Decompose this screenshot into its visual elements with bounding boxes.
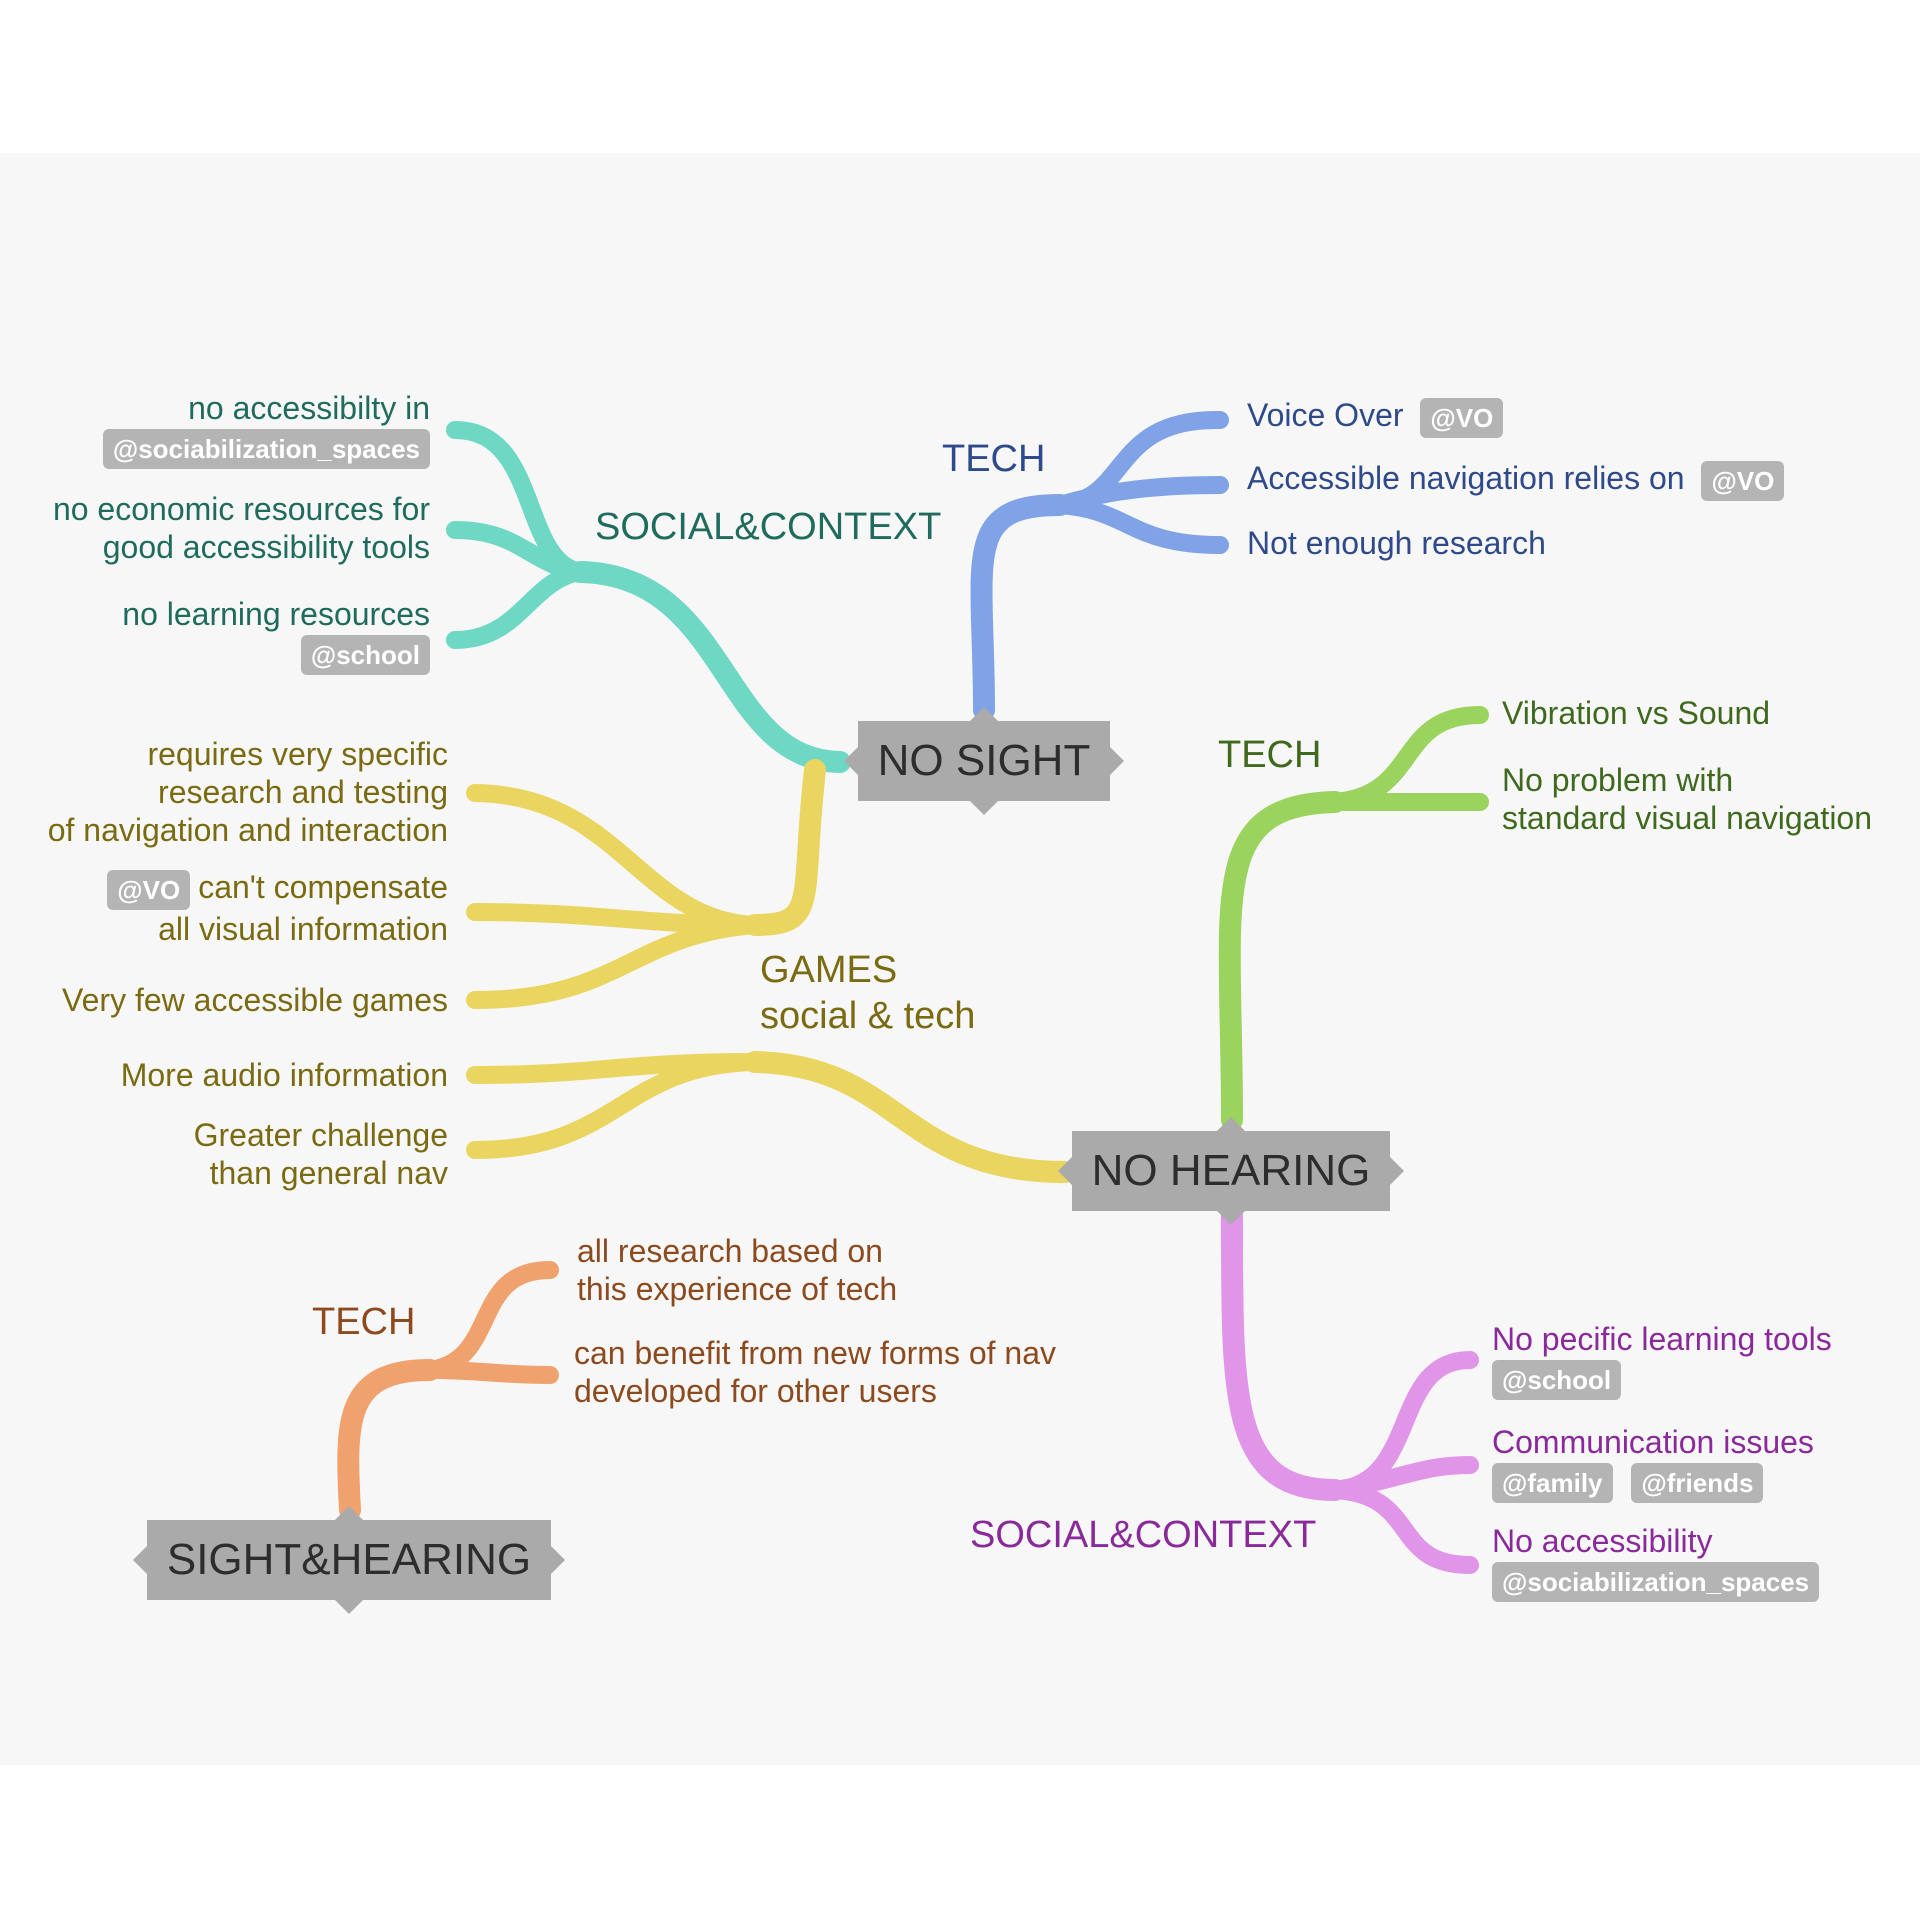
link-nohearing-tech — [1218, 791, 1346, 1131]
node-no-hearing[interactable]: NO HEARING — [1058, 1117, 1404, 1225]
topic-vibration-vs-sound[interactable]: Vibration vs Sound — [1502, 695, 1771, 731]
topic-more-audio-information[interactable]: More audio information — [120, 1057, 448, 1093]
link-nosight-games — [744, 759, 826, 936]
link-sighthearing-tech — [337, 1359, 441, 1521]
topic-text-line: requires very specific — [147, 736, 448, 772]
tag-school: @school — [300, 634, 430, 675]
topic-text-line: no economic resources for — [52, 491, 430, 527]
tag-vo: @VO — [107, 869, 191, 910]
topic-text: Accessible navigation relies on — [1247, 460, 1685, 496]
topic-text-line: of navigation and interaction — [47, 812, 448, 848]
topic-text: Voice Over — [1247, 397, 1404, 433]
link-social-accessibility-2 — [1326, 1481, 1479, 1574]
topic-all-research-based[interactable]: all research based on this experience of… — [577, 1232, 897, 1308]
branch-label-line: social & tech — [760, 995, 976, 1037]
tag-vo: @VO — [1420, 397, 1504, 438]
connector-arrow — [335, 1492, 363, 1520]
connector-arrow — [1217, 1103, 1245, 1131]
link-nohearing-social — [1220, 1204, 1346, 1501]
link-tech-research — [1051, 496, 1229, 554]
topic-text-line: good accessibility tools — [102, 529, 430, 565]
node-no-sight[interactable]: NO SIGHT — [844, 707, 1124, 815]
topic-text: no learning resources — [122, 596, 430, 632]
tag-vo: @VO — [1701, 460, 1785, 501]
topic-text: Communication issues — [1492, 1424, 1814, 1460]
topic-no-accessibility[interactable]: no accessibilty in @sociabilization_spac… — [102, 389, 430, 469]
connector-arrow — [119, 1546, 147, 1574]
branch-label-line: GAMES — [760, 949, 898, 991]
link-tech-benefit — [421, 1361, 559, 1384]
topic-text-line: developed for other users — [574, 1373, 937, 1409]
topic-text-line: research and testing — [158, 774, 448, 810]
topic-text-line: Greater challenge — [193, 1117, 448, 1153]
link-social-learning — [446, 563, 589, 649]
topic-no-economic-resources[interactable]: no economic resources for good accessibi… — [53, 490, 430, 566]
topic-text-line: standard visual navigation — [1502, 800, 1873, 836]
branch-label-social-context: SOCIAL&CONTEXT — [595, 506, 942, 548]
branch-label-social-context: SOCIAL&CONTEXT — [970, 1514, 1317, 1556]
topic-text-line: can't compensate — [198, 869, 448, 905]
topic-voice-over[interactable]: Voice Over @VO — [1247, 396, 1504, 438]
connector-arrow — [970, 801, 998, 829]
link-nosight-social — [569, 561, 851, 773]
connector-arrow — [1217, 1211, 1245, 1239]
link-games-few — [466, 916, 764, 1009]
topic-text: no accessibilty in — [188, 390, 430, 426]
topic-text-line: all research based on — [577, 1233, 883, 1269]
node-no-hearing-label: NO HEARING — [1091, 1146, 1371, 1195]
topic-communication-issues[interactable]: Communication issues @family @friends — [1492, 1423, 1814, 1503]
topic-not-enough-research[interactable]: Not enough research — [1247, 525, 1546, 561]
node-sight-hearing-label: SIGHT&HEARING — [166, 1535, 532, 1584]
connector-arrow — [335, 1600, 363, 1628]
tag-school: @school — [1492, 1359, 1622, 1400]
topic-no-learning-resources[interactable]: no learning resources @school — [122, 595, 430, 675]
topic-text-line: this experience of tech — [577, 1271, 898, 1307]
topic-no-accessibility[interactable]: No accessibility @sociabilization_spaces — [1492, 1522, 1820, 1602]
connector-arrow — [551, 1546, 579, 1574]
tag-sociabilization-spaces: @sociabilization_spaces — [102, 428, 430, 469]
topic-accessible-navigation[interactable]: Accessible navigation relies on @VO — [1247, 459, 1785, 501]
topic-greater-challenge[interactable]: Greater challenge than general nav — [194, 1116, 448, 1192]
branch-label-tech: TECH — [1218, 734, 1322, 776]
topic-very-few-accessible-games[interactable]: Very few accessible games — [62, 982, 448, 1018]
link-nohearing-games — [744, 1051, 1076, 1183]
link-nosight-tech — [970, 494, 1071, 721]
topic-no-specific-learning-tools[interactable]: No pecific learning tools @school — [1492, 1320, 1832, 1400]
connector-arrow — [830, 747, 858, 775]
topic-no-problem-visual-navigation[interactable]: No problem with standard visual navigati… — [1502, 761, 1872, 837]
topic-text-line: than general nav — [209, 1155, 448, 1191]
branch-label-games: GAMES social & tech — [760, 948, 975, 1038]
connector-arrow — [1110, 747, 1138, 775]
connector-arrow — [970, 693, 998, 721]
topic-text: No accessibility — [1492, 1523, 1713, 1559]
branch-label-tech: TECH — [942, 438, 1046, 480]
tag-family: @family — [1492, 1462, 1613, 1503]
link-tech-all-research — [421, 1261, 559, 1379]
topic-text-line: No problem with — [1502, 762, 1734, 798]
topic-text: No pecific learning tools — [1492, 1321, 1832, 1357]
topic-requires-specific-research[interactable]: requires very specific research and test… — [48, 735, 448, 849]
link-tech-vibration — [1326, 706, 1489, 811]
tag-sociabilization-spaces: @sociabilization_spaces — [1492, 1561, 1820, 1602]
node-sight-hearing[interactable]: SIGHT&HEARING — [133, 1506, 565, 1614]
connector-arrow — [1390, 1157, 1418, 1185]
branch-label-tech: TECH — [312, 1301, 416, 1343]
topic-can-benefit-new-nav[interactable]: can benefit from new forms of nav develo… — [574, 1334, 1056, 1410]
node-no-sight-label: NO SIGHT — [877, 736, 1091, 785]
connector-arrow — [1044, 1157, 1072, 1185]
link-games-challenge — [466, 1053, 764, 1159]
topic-text-line: all visual information — [158, 910, 448, 947]
tag-friends: @friends — [1631, 1462, 1764, 1503]
topic-text-line: can benefit from new forms of nav — [574, 1335, 1056, 1371]
